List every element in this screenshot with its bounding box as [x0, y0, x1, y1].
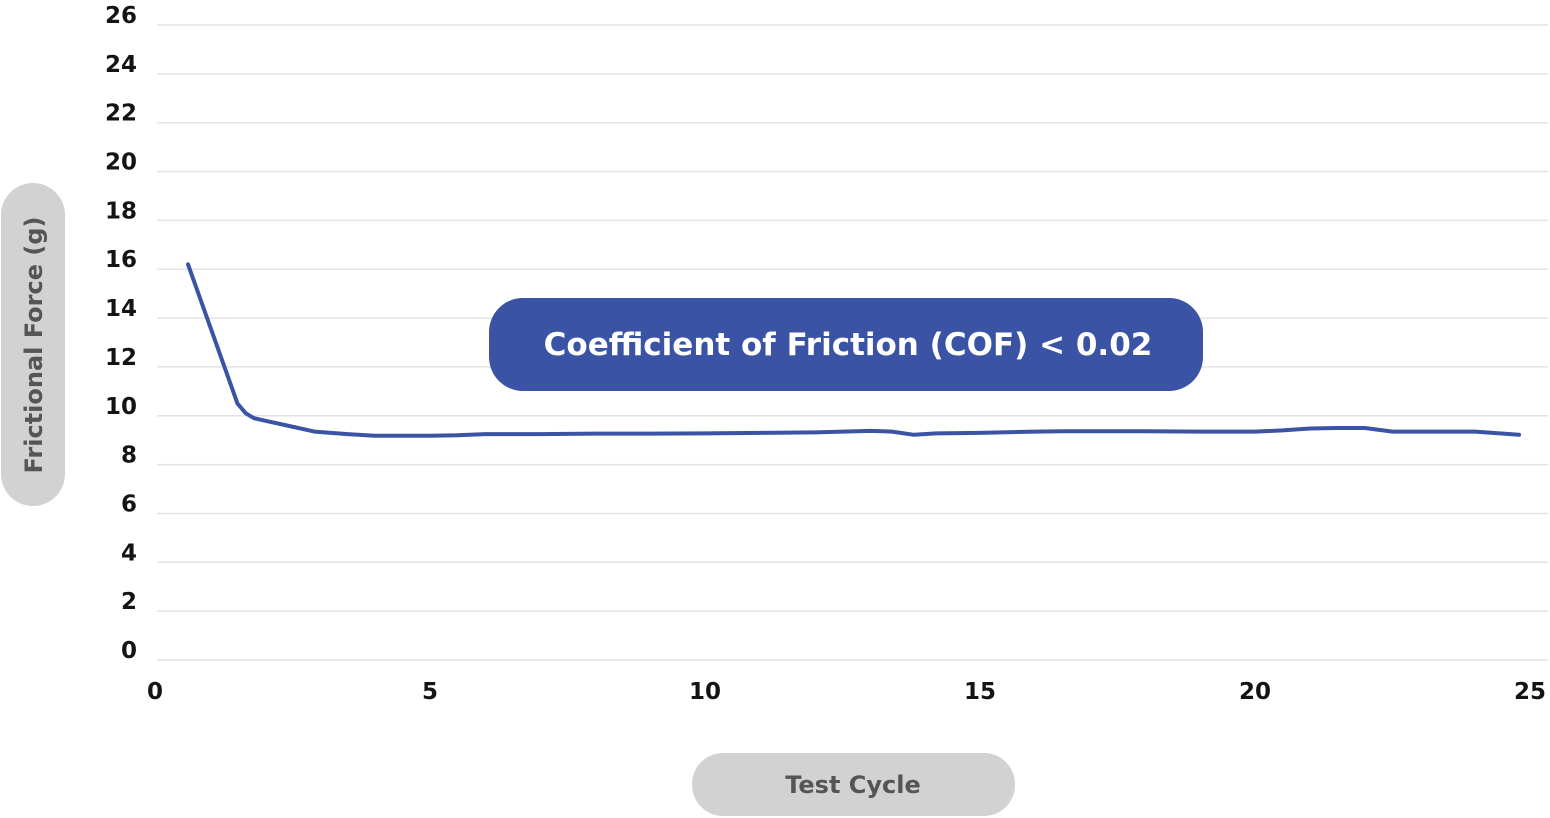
y-tick-label: 22: [105, 101, 137, 127]
gridlines: [157, 24, 1548, 661]
y-tick-label: 16: [105, 247, 137, 273]
y-axis-label: Frictional Force (g): [1, 183, 65, 506]
x-tick-label: 20: [1239, 679, 1271, 705]
y-tick-label: 20: [105, 150, 137, 176]
y-tick-label: 18: [105, 198, 137, 224]
y-tick-label: 14: [105, 296, 137, 322]
y-tick-label: 6: [121, 491, 137, 517]
y-axis-label-text: Frictional Force (g): [20, 217, 48, 474]
cof-annotation-box: [489, 298, 1203, 391]
x-axis-label-pill: [692, 753, 1015, 816]
x-tick-label: 10: [689, 679, 721, 705]
y-tick-label: 4: [121, 540, 137, 566]
x-axis-ticks: 0 5 10 15 20 25: [147, 679, 1546, 705]
x-tick-label: 25: [1514, 679, 1546, 705]
y-tick-label: 0: [121, 638, 137, 664]
y-axis-label-pill: [1, 183, 65, 506]
y-tick-label: 8: [121, 443, 137, 469]
x-tick-label: 0: [147, 679, 163, 705]
y-tick-label: 2: [121, 589, 137, 615]
y-tick-label: 26: [105, 3, 137, 29]
x-tick-label: 15: [964, 679, 996, 705]
y-tick-label: 10: [105, 394, 137, 420]
series-line-frictional-force: [186, 262, 1521, 438]
x-axis-label-text: Test Cycle: [785, 771, 921, 799]
x-axis-label: Test Cycle: [692, 753, 1015, 816]
y-tick-label: 24: [105, 52, 137, 78]
cof-annotation: Coefficient of Friction (COF) < 0.02: [489, 298, 1203, 391]
cof-annotation-text: Coefficient of Friction (COF) < 0.02: [544, 327, 1153, 363]
x-tick-label: 5: [422, 679, 438, 705]
y-tick-label: 12: [105, 345, 137, 371]
